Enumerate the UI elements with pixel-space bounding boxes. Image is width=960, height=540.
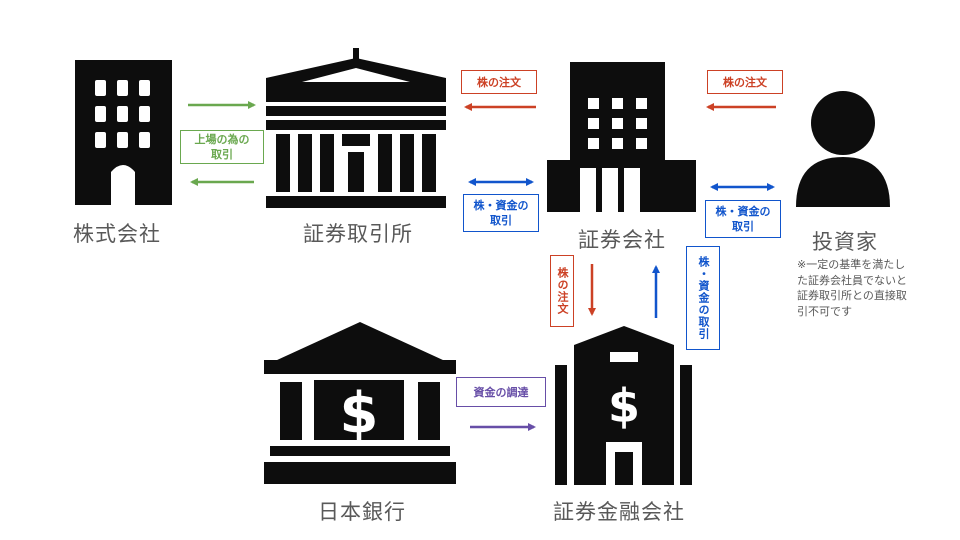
- label-boj: 日本銀行: [318, 500, 406, 524]
- bank-icon: $: [264, 322, 456, 484]
- label-finance: 証券金融会社: [553, 500, 685, 524]
- tag-order-exchange: 株の注文: [461, 70, 537, 94]
- label-company: 株式会社: [73, 222, 161, 246]
- svg-text:$: $: [608, 379, 640, 433]
- office-building-icon: [75, 60, 172, 205]
- label-investor: 投資家: [812, 230, 878, 254]
- tag-trade-investor: 株・資金の取引: [705, 200, 781, 238]
- tag-trade-exchange: 株・資金の取引: [463, 194, 539, 232]
- finance-building-icon: $: [555, 326, 692, 485]
- label-exchange: 証券取引所: [303, 222, 413, 246]
- tag-order-investor: 株の注文: [707, 70, 783, 94]
- tag-trade-finance: 株・資金の取引: [686, 246, 720, 350]
- office-tower-icon: [547, 62, 696, 212]
- svg-text:$: $: [340, 381, 379, 446]
- tag-funding: 資金の調達: [456, 377, 546, 407]
- investor-note: ※一定の基準を満たした証券会社員でないと証券取引所との直接取引不可です: [797, 258, 907, 318]
- label-securities: 証券会社: [578, 228, 666, 252]
- person-icon: [796, 91, 890, 207]
- tag-order-finance: 株の注文: [550, 255, 574, 327]
- tag-listing-trade: 上場の為の取引: [180, 130, 264, 164]
- stock-exchange-icon: [266, 48, 446, 208]
